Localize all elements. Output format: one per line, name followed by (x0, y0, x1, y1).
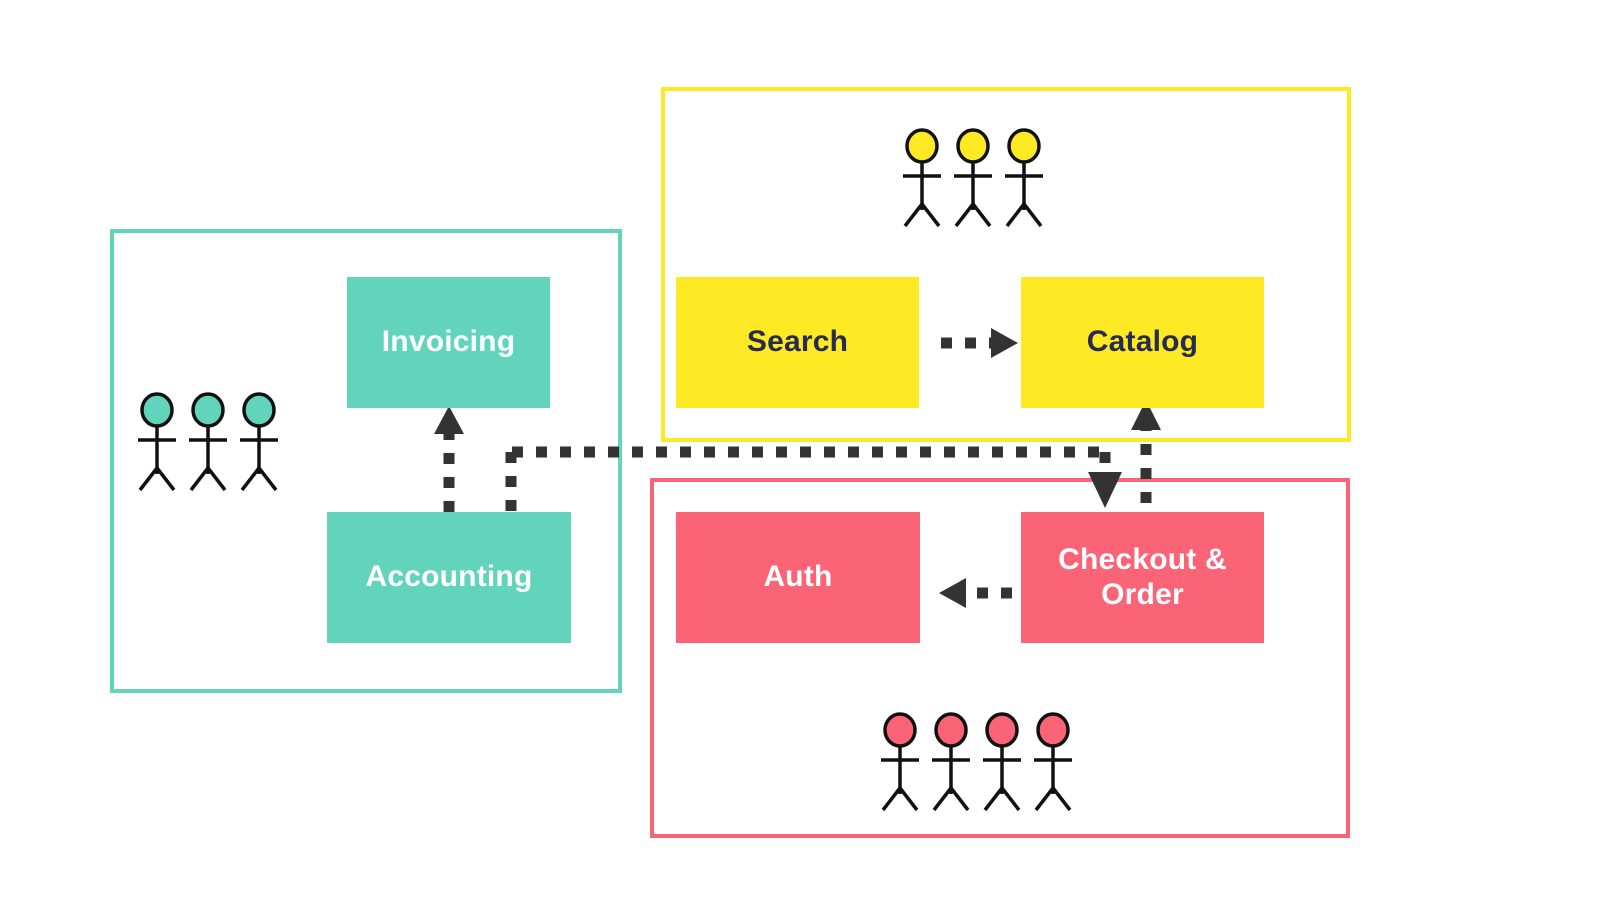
service-label: Invoicing (381, 325, 516, 359)
service-label: Catalog (1086, 325, 1199, 359)
teal-actors-svg (138, 392, 278, 492)
actor-figure (983, 712, 1021, 812)
actor-group-teal (135, 390, 283, 495)
service-box-checkout-order[interactable]: Checkout & Order (1021, 512, 1264, 643)
group-box-yellow (661, 87, 1351, 442)
yellow-actors-svg (903, 128, 1043, 228)
service-label: Search (746, 325, 849, 359)
actor-group-yellow (900, 126, 1048, 231)
actor-figure (1034, 712, 1072, 812)
service-box-catalog[interactable]: Catalog (1021, 277, 1264, 408)
service-box-auth[interactable]: Auth (676, 512, 920, 643)
service-label: Checkout & Order (1058, 543, 1227, 611)
actor-figure (881, 712, 919, 812)
group-box-teal (110, 229, 622, 693)
actor-figure (138, 392, 176, 492)
service-box-accounting[interactable]: Accounting (327, 512, 571, 643)
actor-figure (903, 128, 941, 228)
actor-figure (954, 128, 992, 228)
service-box-invoicing[interactable]: Invoicing (347, 277, 550, 408)
service-label: Accounting (365, 560, 533, 594)
actor-figure (1005, 128, 1043, 228)
pink-actors-svg (881, 712, 1072, 812)
service-box-search[interactable]: Search (676, 277, 919, 408)
actor-figure (932, 712, 970, 812)
service-label: Auth (763, 560, 833, 594)
actor-figure (240, 392, 278, 492)
actor-figure (189, 392, 227, 492)
actor-group-pink (878, 710, 1077, 815)
group-box-pink (650, 478, 1350, 838)
